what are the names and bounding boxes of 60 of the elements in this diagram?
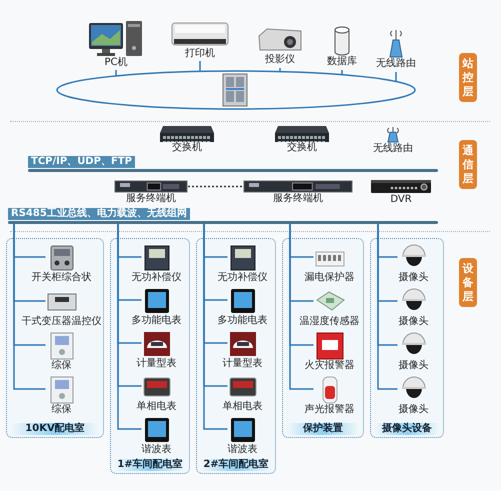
layer-badge: 通信层 — [459, 140, 477, 190]
group-title: 保护装置 — [287, 423, 359, 435]
group-title: 2#车间配电室 — [201, 459, 271, 471]
connector-line — [13, 224, 46, 390]
group-panel — [282, 238, 364, 438]
device-label: 单相电表 — [222, 401, 262, 413]
group-panel — [196, 238, 276, 474]
group-title: 摄像头设备 — [375, 423, 439, 435]
connector-line — [188, 186, 243, 188]
device-label: 多功能电表 — [218, 315, 268, 327]
device-label: 温湿度传感器 — [300, 316, 360, 328]
group-panel — [110, 238, 190, 474]
bus-label: RS485工业总线、电力载波、无线组网 — [8, 208, 190, 220]
device-label: 交换机 — [172, 142, 202, 154]
device-label: 综保 — [52, 360, 72, 372]
connector-line — [203, 224, 228, 430]
device-label: 数据库 — [327, 56, 357, 68]
device-label: 计量型表 — [136, 358, 176, 370]
device-label: 交换机 — [287, 142, 317, 154]
device-label: 声光报警器 — [304, 404, 354, 416]
device-label: 开关柜综合状 — [32, 272, 92, 284]
device-label: 摄像头 — [398, 360, 428, 372]
device-label: 无功补偿仪 — [218, 272, 268, 284]
device-label: 谐波表 — [228, 444, 258, 456]
connector-line — [279, 68, 281, 72]
network-ring — [56, 70, 416, 110]
group-panel — [370, 238, 444, 438]
connector-line — [377, 224, 398, 390]
device-label: 无线路由 — [373, 143, 413, 155]
connector-line — [117, 224, 142, 430]
device-label: 投影仪 — [265, 54, 295, 66]
layer-badge: 设备层 — [459, 258, 477, 308]
connector-line — [341, 70, 343, 75]
group-panel — [6, 238, 104, 438]
group-title: 10KV配电室 — [11, 423, 99, 435]
connector-line — [395, 72, 397, 82]
connector-line — [115, 70, 117, 76]
device-label: 计量型表 — [222, 358, 262, 370]
bus-label: TCP/IP、UDP、FTP — [28, 156, 135, 168]
device-label: 摄像头 — [398, 272, 428, 284]
connector-line — [199, 61, 201, 72]
device-label: DVR — [390, 194, 412, 206]
layer-badge: 站控层 — [459, 53, 477, 102]
device-label: 综保 — [52, 404, 72, 416]
device-label: 单相电表 — [136, 401, 176, 413]
device-label: 多功能电表 — [132, 315, 182, 327]
device-label: 漏电保护器 — [304, 272, 354, 284]
device-label: 无线路由 — [376, 58, 416, 70]
device-label: 服务终端机 — [273, 193, 323, 205]
device-label: 摄像头 — [398, 316, 428, 328]
device-label: 摄像头 — [398, 404, 428, 416]
device-label: PC机 — [104, 57, 128, 69]
device-label: 无功补偿仪 — [132, 272, 182, 284]
device-label: 火灾报警器 — [304, 360, 354, 372]
device-label: 干式变压器温控仪 — [22, 316, 102, 328]
device-label: 打印机 — [185, 48, 215, 60]
device-label: 谐波表 — [142, 444, 172, 456]
device-label: 服务终端机 — [126, 193, 176, 205]
group-title: 1#车间配电室 — [115, 459, 185, 471]
connector-line — [289, 224, 314, 390]
